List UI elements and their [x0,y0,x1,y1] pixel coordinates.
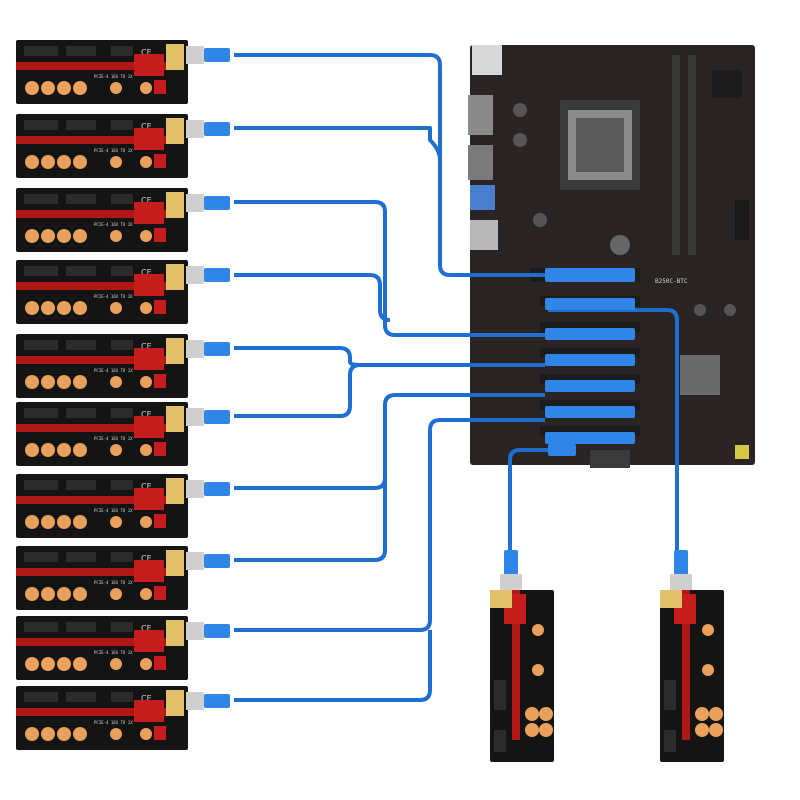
riser-cards-horizontal [16,40,230,750]
motherboard: B250C-BTC [468,45,755,468]
riser-card [16,546,230,610]
riser-card [16,114,230,178]
riser-cards-vertical [490,550,724,762]
riser-card [16,260,230,324]
riser-card [16,402,230,466]
usb-cables [234,53,679,702]
riser-card [16,334,230,398]
riser-card [16,474,230,538]
riser-card [16,188,230,252]
usb-plugs-board [545,268,635,456]
board-model-label: B250C-BTC [655,278,688,285]
riser-card-vertical [490,550,554,762]
riser-card [16,686,230,750]
riser-card [16,616,230,680]
riser-card-vertical [660,550,724,762]
riser-card [16,40,230,104]
